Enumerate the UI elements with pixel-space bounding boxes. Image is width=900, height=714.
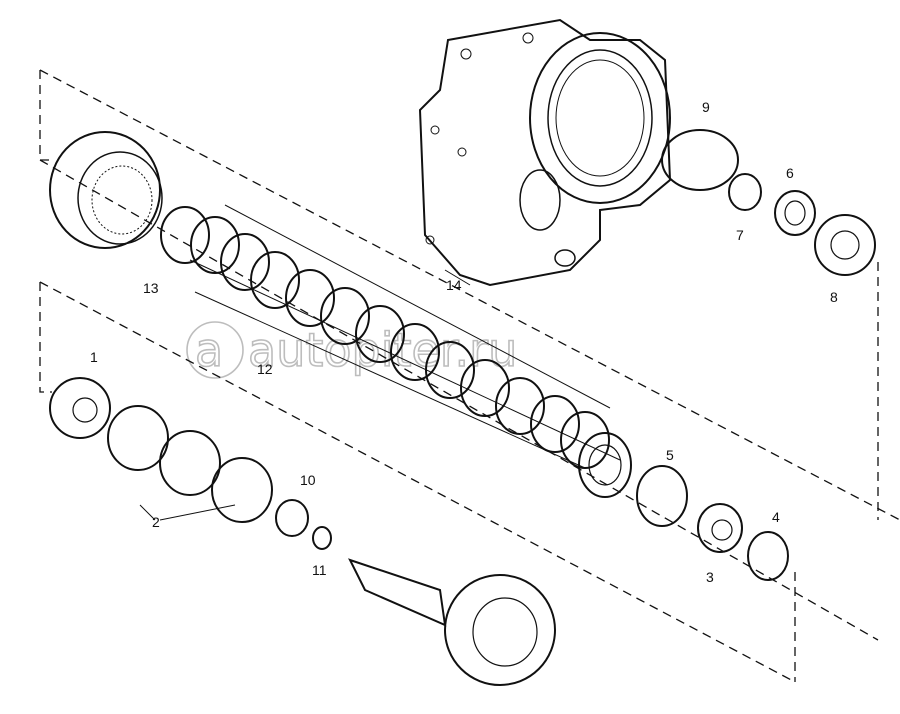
callout-8: 8 — [830, 289, 838, 305]
transmission-housing — [418, 18, 672, 287]
callout-4: 4 — [772, 509, 780, 525]
callout-13: 13 — [143, 280, 159, 296]
callout-11: 11 — [312, 562, 327, 578]
right-small-parts — [661, 129, 876, 276]
callout-1: 1 — [90, 349, 98, 365]
callout-9: 9 — [702, 99, 710, 115]
lower-parts — [49, 377, 789, 686]
callout-14: 14 — [446, 277, 462, 293]
callouts: 1 2 3 4 5 6 7 8 9 10 11 12 13 14 — [90, 99, 838, 585]
lower-assembly-dashes — [39, 281, 796, 683]
ring-gear — [49, 131, 163, 249]
callout-10: 10 — [300, 472, 316, 488]
callout-3: 3 — [706, 569, 714, 585]
callout-6: 6 — [786, 165, 794, 181]
callout-7: 7 — [736, 227, 744, 243]
callout-2: 2 — [152, 514, 160, 530]
upper-assembly-dashes — [39, 69, 900, 641]
watermark-logo-letter: a — [195, 323, 223, 377]
leader-lines — [139, 269, 471, 521]
callout-12: 12 — [257, 361, 273, 377]
callout-5: 5 — [666, 447, 674, 463]
clutch-disc-pack — [160, 204, 632, 498]
